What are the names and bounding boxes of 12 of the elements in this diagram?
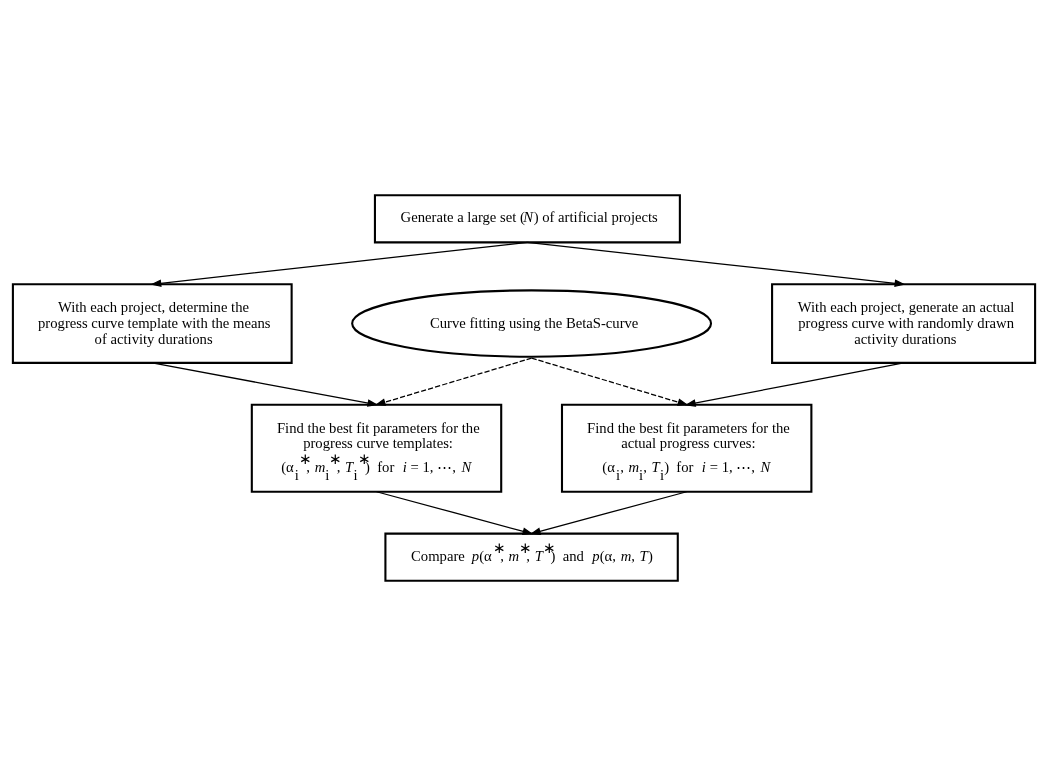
node-box: Generate a large set (N) of artificial projects [373, 193, 681, 243]
arrow [151, 361, 379, 407]
node-ellipse: Curve fitting using the BetaS-curve [351, 288, 713, 358]
arrow [526, 241, 906, 287]
node-box: With each project, generate an actual progress curve with randomly drawn activity durations [771, 282, 1037, 364]
node-box: With each project, determine the progress curve template with the means of activity durations [11, 282, 293, 364]
arrow [150, 241, 529, 287]
arrow [374, 357, 533, 406]
arrow [684, 361, 905, 407]
arrow [529, 490, 688, 535]
arrow [375, 490, 534, 535]
arrow [530, 357, 689, 406]
